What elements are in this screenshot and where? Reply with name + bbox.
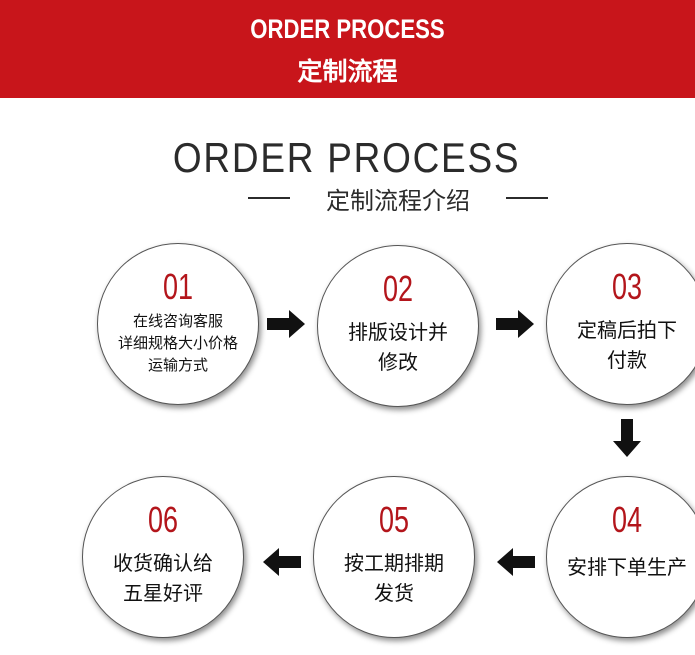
step-text-line: 五星好评 (123, 581, 203, 605)
section-subheading-text: 定制流程介绍 (326, 187, 470, 215)
step-text-line: 定稿后拍下 (577, 318, 677, 342)
step-text-line: 运输方式 (147, 356, 208, 374)
banner-title: ORDER PROCESS (250, 14, 445, 44)
right-arrow-icon (267, 310, 305, 338)
right-arrow-icon (496, 310, 534, 338)
step-text-line: 收货确认给 (113, 551, 213, 575)
banner-subtitle: 定制流程 (297, 57, 398, 86)
step-05-circle: 05 按工期排期 发货 (313, 476, 475, 638)
step-03-circle: 03 定稿后拍下 付款 (546, 243, 695, 405)
step-06-circle: 06 收货确认给 五星好评 (82, 476, 244, 638)
step-text-line: 付款 (607, 348, 647, 372)
step-text-line: 按工期排期 (344, 551, 444, 575)
step-text-line: 安排下单生产 (567, 555, 687, 579)
step-02-circle: 02 排版设计并 修改 (317, 245, 479, 407)
left-arrow-icon (497, 548, 535, 576)
divider-line (506, 197, 548, 199)
step-number: 05 (378, 499, 410, 540)
section-heading: ORDER PROCESS (172, 134, 521, 181)
step-text-line: 在线咨询客服 (132, 312, 223, 330)
step-04-circle: 04 安排下单生产 (546, 476, 695, 638)
step-number: 03 (611, 266, 643, 307)
step-number: 06 (147, 499, 179, 540)
down-arrow-icon (613, 419, 641, 457)
step-01-circle: 01 在线咨询客服 详细规格大小价格 运输方式 (97, 243, 259, 405)
step-number: 04 (611, 499, 643, 540)
step-text-line: 修改 (378, 350, 418, 374)
step-text-line: 详细规格大小价格 (117, 334, 238, 352)
left-arrow-icon (263, 548, 301, 576)
step-text-line: 发货 (374, 581, 414, 605)
step-number: 01 (162, 266, 194, 307)
section-subheading: 定制流程介绍 (248, 180, 548, 215)
step-number: 02 (382, 268, 414, 309)
header-banner: ORDER PROCESS 定制流程 (0, 0, 695, 98)
divider-line (248, 197, 290, 199)
step-text-line: 排版设计并 (348, 320, 448, 344)
